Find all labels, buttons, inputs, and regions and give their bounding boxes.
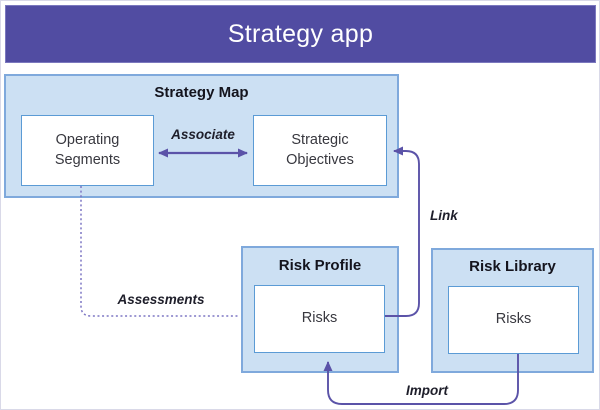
app-title: Strategy app	[227, 19, 374, 48]
strategy-map-title: Strategy Map	[154, 84, 249, 101]
strategic-objectives-label: Strategic Objectives	[286, 132, 354, 168]
link-connector-label: Link	[430, 208, 458, 223]
risk-library-title: Risk Library	[469, 258, 556, 275]
risk-library-risks-label: Risks	[495, 311, 532, 328]
associate-connector-label: Associate	[171, 127, 235, 142]
import-connector-label: Import	[406, 383, 448, 398]
app-title-banner: Strategy app	[5, 5, 596, 63]
operating-segments-node: Operating Segments	[21, 115, 154, 186]
risk-library-risks-node: Risks	[448, 286, 579, 354]
risk-profile-risks-label: Risks	[301, 310, 338, 327]
operating-segments-label: Operating Segments	[54, 132, 121, 168]
strategic-objectives-node: Strategic Objectives	[253, 115, 387, 186]
risk-profile-risks-node: Risks	[254, 285, 385, 353]
risk-profile-title: Risk Profile	[278, 257, 362, 274]
assessments-connector-label: Assessments	[117, 292, 205, 307]
